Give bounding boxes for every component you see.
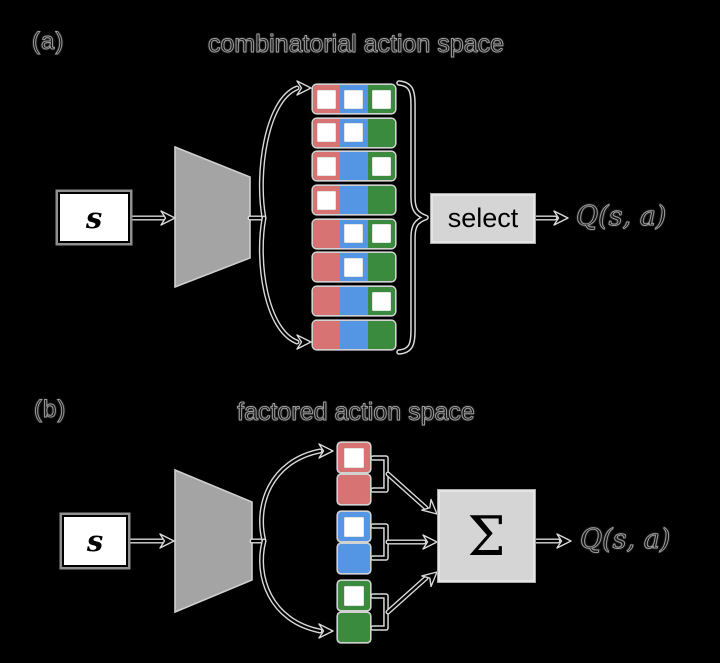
action-cell-red xyxy=(313,253,341,282)
action-cell-green xyxy=(367,85,395,113)
action-cell-green xyxy=(367,320,395,349)
action-cell-blue xyxy=(340,253,368,282)
state-box-a: s xyxy=(58,192,130,243)
selected-action-square xyxy=(317,89,337,109)
action-cell-blue xyxy=(340,219,368,248)
action-cell-blue xyxy=(340,85,368,113)
selected-action-square xyxy=(371,291,391,311)
right-curly-brace xyxy=(399,83,426,352)
select-label: select xyxy=(447,203,519,233)
sigma-symbol: Σ xyxy=(467,504,506,568)
action-cell-blue xyxy=(340,320,368,349)
action-cell-green xyxy=(367,287,395,316)
action-cell-green xyxy=(367,253,395,282)
panel-b-label: (b) xyxy=(34,396,67,424)
action-cell-red xyxy=(313,320,341,349)
factor-cell-green xyxy=(338,581,370,610)
selected-action-square xyxy=(371,89,391,109)
selected-action-square xyxy=(344,257,364,277)
selected-action-square xyxy=(344,585,364,606)
selected-action-square xyxy=(344,447,364,468)
state-box-b: s xyxy=(62,515,128,567)
action-row xyxy=(313,152,395,181)
factor-cell-red xyxy=(338,443,370,472)
factor-cell-red xyxy=(338,475,370,504)
action-cell-green xyxy=(367,186,395,215)
arrow-red-to-sum xyxy=(388,474,438,515)
action-row xyxy=(313,85,395,113)
selected-action-square xyxy=(317,190,337,210)
panel-a-title: combinatorial action space xyxy=(208,30,505,59)
action-cell-red xyxy=(313,152,341,181)
action-row xyxy=(313,219,395,248)
arrow-sum-to-q xyxy=(536,533,572,549)
arrow-select-to-q xyxy=(536,210,569,226)
action-row xyxy=(313,186,395,215)
action-cell-blue xyxy=(340,152,368,181)
bracket-red-factor xyxy=(373,458,386,490)
action-cell-green xyxy=(367,152,395,181)
factored-column xyxy=(338,443,370,642)
action-row xyxy=(313,253,395,282)
bracket-blue-factor xyxy=(373,526,386,558)
fanout-arrow-top-a xyxy=(261,80,312,218)
action-cell-red xyxy=(313,118,341,147)
factor-group-blue xyxy=(338,512,370,573)
action-row xyxy=(313,320,395,349)
selected-action-square xyxy=(344,89,364,109)
fanout-arrow-top-b xyxy=(262,443,334,541)
sum-box: Σ xyxy=(438,490,535,582)
factor-cell-blue xyxy=(338,544,370,573)
selected-action-square xyxy=(371,156,391,176)
network-trapezoid-b xyxy=(174,468,253,614)
action-row xyxy=(313,287,395,316)
selected-action-square xyxy=(344,224,364,244)
selected-action-square xyxy=(344,123,364,143)
action-cell-blue xyxy=(340,186,368,215)
action-cell-red xyxy=(313,85,341,113)
arrow-blue-to-sum xyxy=(388,534,438,550)
action-cell-green xyxy=(367,219,395,248)
arrow-state-to-network-b xyxy=(129,533,175,549)
q-value-a: Q(s, a) xyxy=(576,201,667,233)
bracket-green-factor xyxy=(373,596,386,628)
action-cell-red xyxy=(313,287,341,316)
panel-a-label: (a) xyxy=(32,28,65,56)
factor-cell-blue xyxy=(338,512,370,541)
state-label-b: s xyxy=(86,524,104,558)
selected-action-square xyxy=(317,156,337,176)
state-label-a: s xyxy=(85,200,103,235)
q-value-b: Q(s, a) xyxy=(580,524,671,556)
fanout-arrow-bottom-a xyxy=(261,218,312,350)
combinatorial-grid xyxy=(313,85,395,349)
panel-b-title: factored action space xyxy=(237,398,476,427)
action-cell-red xyxy=(313,219,341,248)
factor-group-green xyxy=(338,581,370,642)
selected-action-square xyxy=(371,224,391,244)
network-trapezoid-a xyxy=(174,145,251,289)
arrow-state-to-network-a xyxy=(131,210,176,226)
selected-action-square xyxy=(317,123,337,143)
action-cell-blue xyxy=(340,118,368,147)
action-cell-green xyxy=(367,118,395,147)
select-box: select xyxy=(431,194,535,243)
action-row xyxy=(313,118,395,147)
selected-action-square xyxy=(344,516,364,537)
factor-cell-green xyxy=(338,613,370,642)
fanout-arrow-bottom-b xyxy=(262,541,334,639)
action-cell-blue xyxy=(340,287,368,316)
arrow-green-to-sum xyxy=(388,571,438,612)
action-cell-red xyxy=(313,186,341,215)
factor-group-red xyxy=(338,443,370,504)
